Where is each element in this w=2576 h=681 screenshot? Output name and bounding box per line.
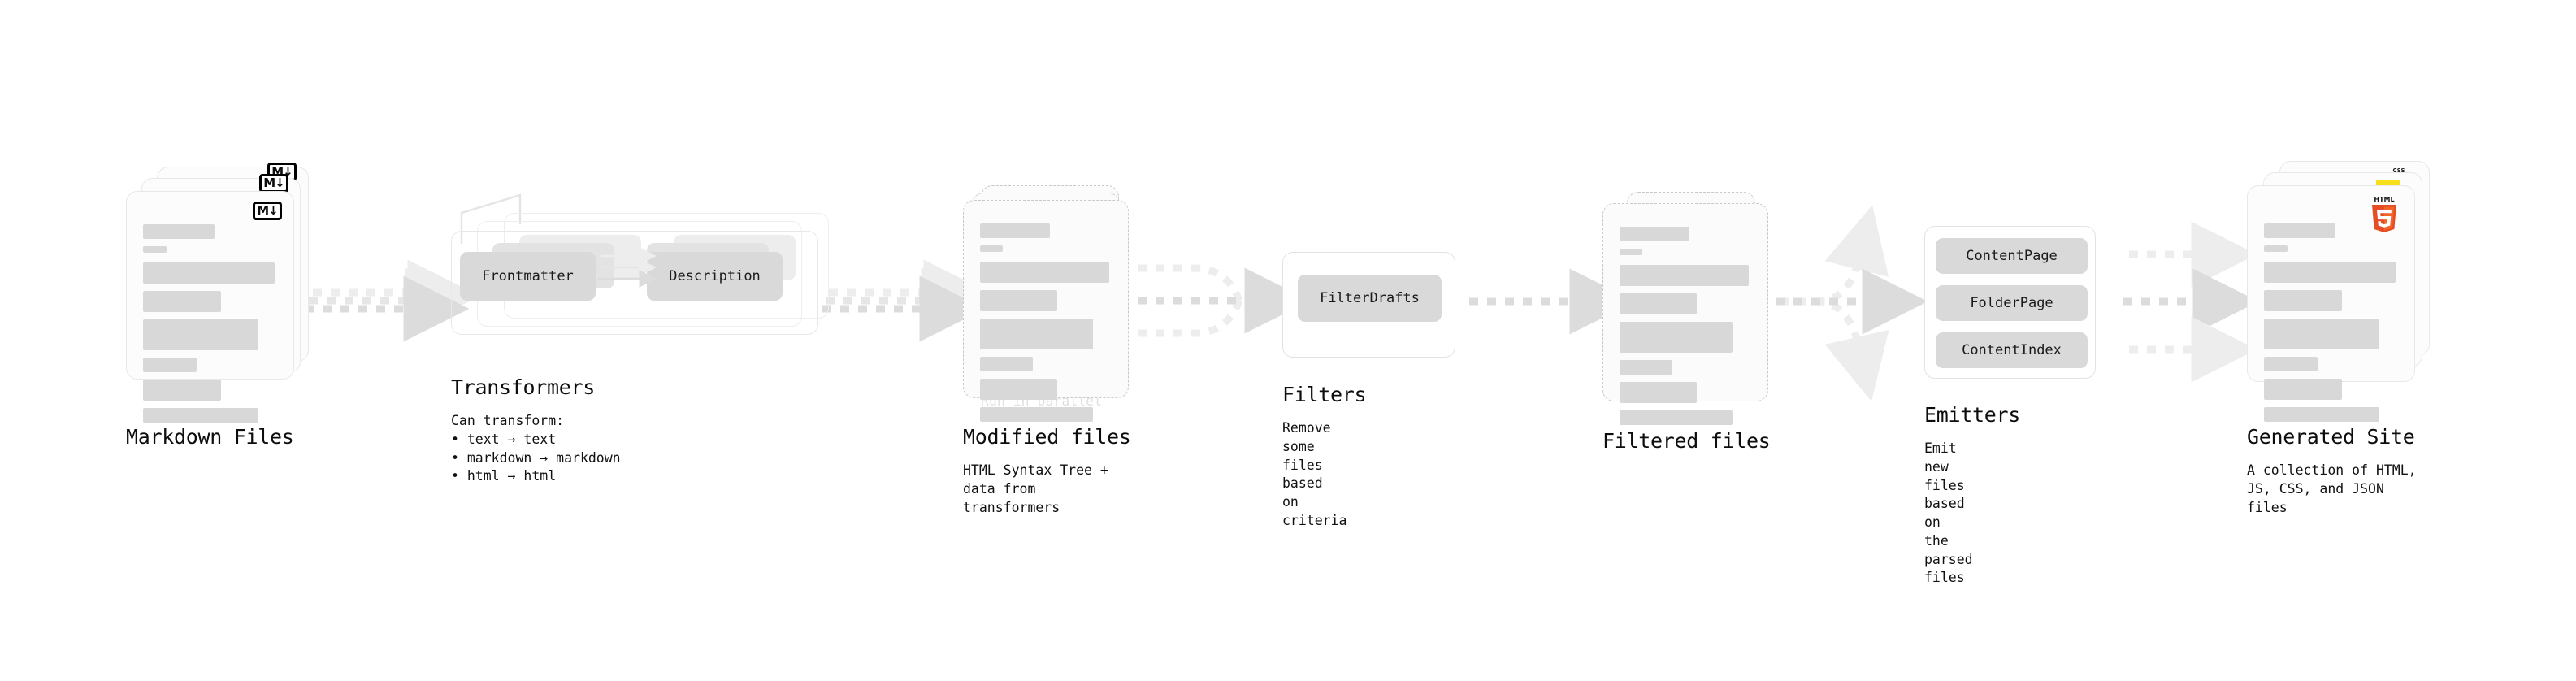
modified-card-stack: [963, 185, 1138, 422]
card-content-lines: [980, 223, 1115, 429]
modified-card-front[interactable]: [963, 200, 1129, 422]
svg-text:HTML: HTML: [2374, 196, 2394, 203]
markdown-icon: M↓: [253, 202, 282, 220]
stage-title-filters: Filters: [1282, 383, 1367, 406]
markdown-card-front[interactable]: M↓: [126, 191, 294, 423]
filtered-card-stack: [1602, 192, 1777, 425]
stage-transformers: Frontmatter Description Frontmatter Desc…: [451, 213, 1102, 484]
html5-icon: HTML: [2372, 196, 2396, 232]
card-content-lines: [2264, 223, 2401, 429]
transformer-layer-front[interactable]: Frontmatter Description: [451, 231, 818, 335]
stage-subtitle-filters: Remove some files based on criteria: [1282, 420, 1347, 528]
stage-filtered-files: Filtered files: [1602, 192, 1777, 453]
stage-title-modified-files: Modified files: [963, 425, 1131, 449]
chip-filterdrafts[interactable]: FilterDrafts: [1298, 275, 1442, 322]
inner-arrows: [598, 247, 657, 288]
chip-folderpage[interactable]: FolderPage: [1936, 285, 2088, 321]
arrow-filtered-to-emitters: [1776, 205, 1928, 401]
stage-markdown-files: M↓ M↓ M↓ Markdown Files: [126, 163, 309, 449]
site-card-stack: CSS HTML: [2247, 161, 2430, 422]
chip-contentindex[interactable]: ContentIndex: [1936, 332, 2088, 368]
arrow-transformers-to-modified: [822, 259, 990, 342]
stage-generated-site: CSS HTML Generated Si: [2247, 161, 2430, 515]
stage-subtitle-emitters: Emit new files based on the parsed files: [1924, 440, 1973, 586]
markdown-card-stack: M↓ M↓ M↓: [126, 163, 309, 423]
stage-title-transformers: Transformers: [451, 375, 596, 399]
transformers-stack: Frontmatter Description Frontmatter Desc…: [451, 213, 833, 335]
emitters-panel[interactable]: ContentPage FolderPage ContentIndex: [1924, 226, 2096, 379]
filtered-card-front[interactable]: [1602, 203, 1768, 425]
chip-frontmatter[interactable]: Frontmatter: [460, 252, 596, 301]
stage-title-filtered-files: Filtered files: [1602, 429, 1771, 453]
arrow-emitters-to-site: [2123, 221, 2259, 383]
arrow-modified-to-filters: [1138, 264, 1311, 337]
stage-title-markdown-files: Markdown Files: [126, 425, 294, 449]
stage-subtitle-transformers: Can transform: • text → text • markdown …: [451, 413, 621, 484]
chip-description[interactable]: Description: [647, 252, 783, 301]
filters-panel[interactable]: FilterDrafts: [1282, 252, 1455, 358]
card-content-lines: [143, 224, 280, 430]
stage-subtitle-modified-files: HTML Syntax Tree + data from transformer…: [963, 462, 1108, 515]
stage-modified-files: Modified files HTML Syntax Tree + data f…: [963, 185, 1138, 515]
markdown-icon: M↓: [259, 174, 288, 193]
arrow-markdown-to-transformers: [305, 259, 474, 342]
stage-subtitle-generated-site: A collection of HTML, JS, CSS, and JSON …: [2247, 462, 2417, 515]
stage-title-generated-site: Generated Site: [2247, 425, 2415, 449]
card-content-lines: [1620, 227, 1754, 432]
stage-title-emitters: Emitters: [1924, 403, 2021, 427]
chip-contentpage[interactable]: ContentPage: [1936, 238, 2088, 274]
site-card-front[interactable]: HTML: [2247, 185, 2415, 422]
